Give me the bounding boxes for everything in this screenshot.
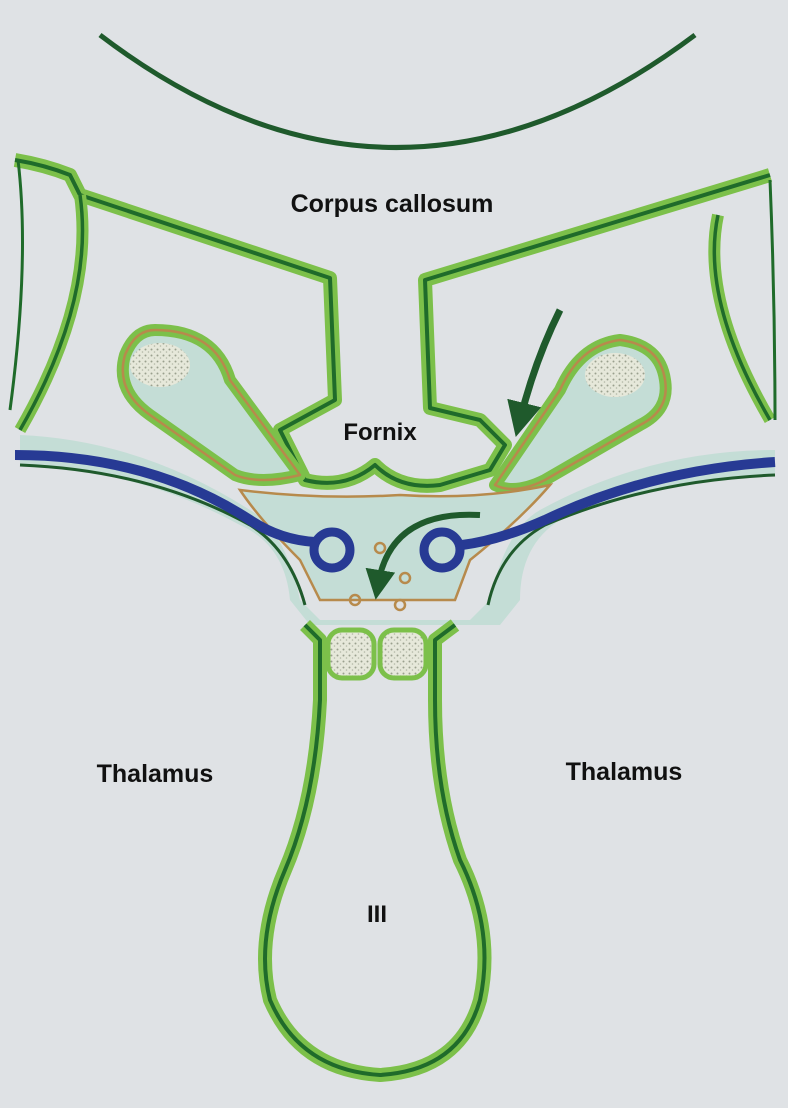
internal-cerebral-vein-right [419, 457, 776, 573]
third-ventricle-choroid-plexus [325, 627, 429, 681]
right-thalamic-surface [486, 473, 776, 606]
label-thalamus-left: Thalamus [97, 760, 214, 788]
left-choroid-plexus [116, 324, 306, 486]
tela-choroidea-fill [20, 435, 775, 625]
small-vessels [348, 541, 412, 612]
lateral-ventricle-wall [8, 153, 777, 493]
label-corpus-callosum: Corpus callosum [291, 190, 494, 218]
right-choroid-plexus [489, 334, 672, 495]
left-thalamic-surface [19, 463, 307, 606]
label-fornix: Fornix [343, 419, 417, 446]
arrow-into-velum [365, 511, 481, 600]
label-third-ventricle: III [367, 901, 387, 928]
internal-cerebral-vein-left [14, 450, 355, 573]
corpus-callosum-arc [98, 32, 697, 150]
arrow-into-fissure [507, 308, 564, 437]
third-ventricle [258, 619, 492, 1082]
label-thalamus-right: Thalamus [566, 758, 683, 786]
